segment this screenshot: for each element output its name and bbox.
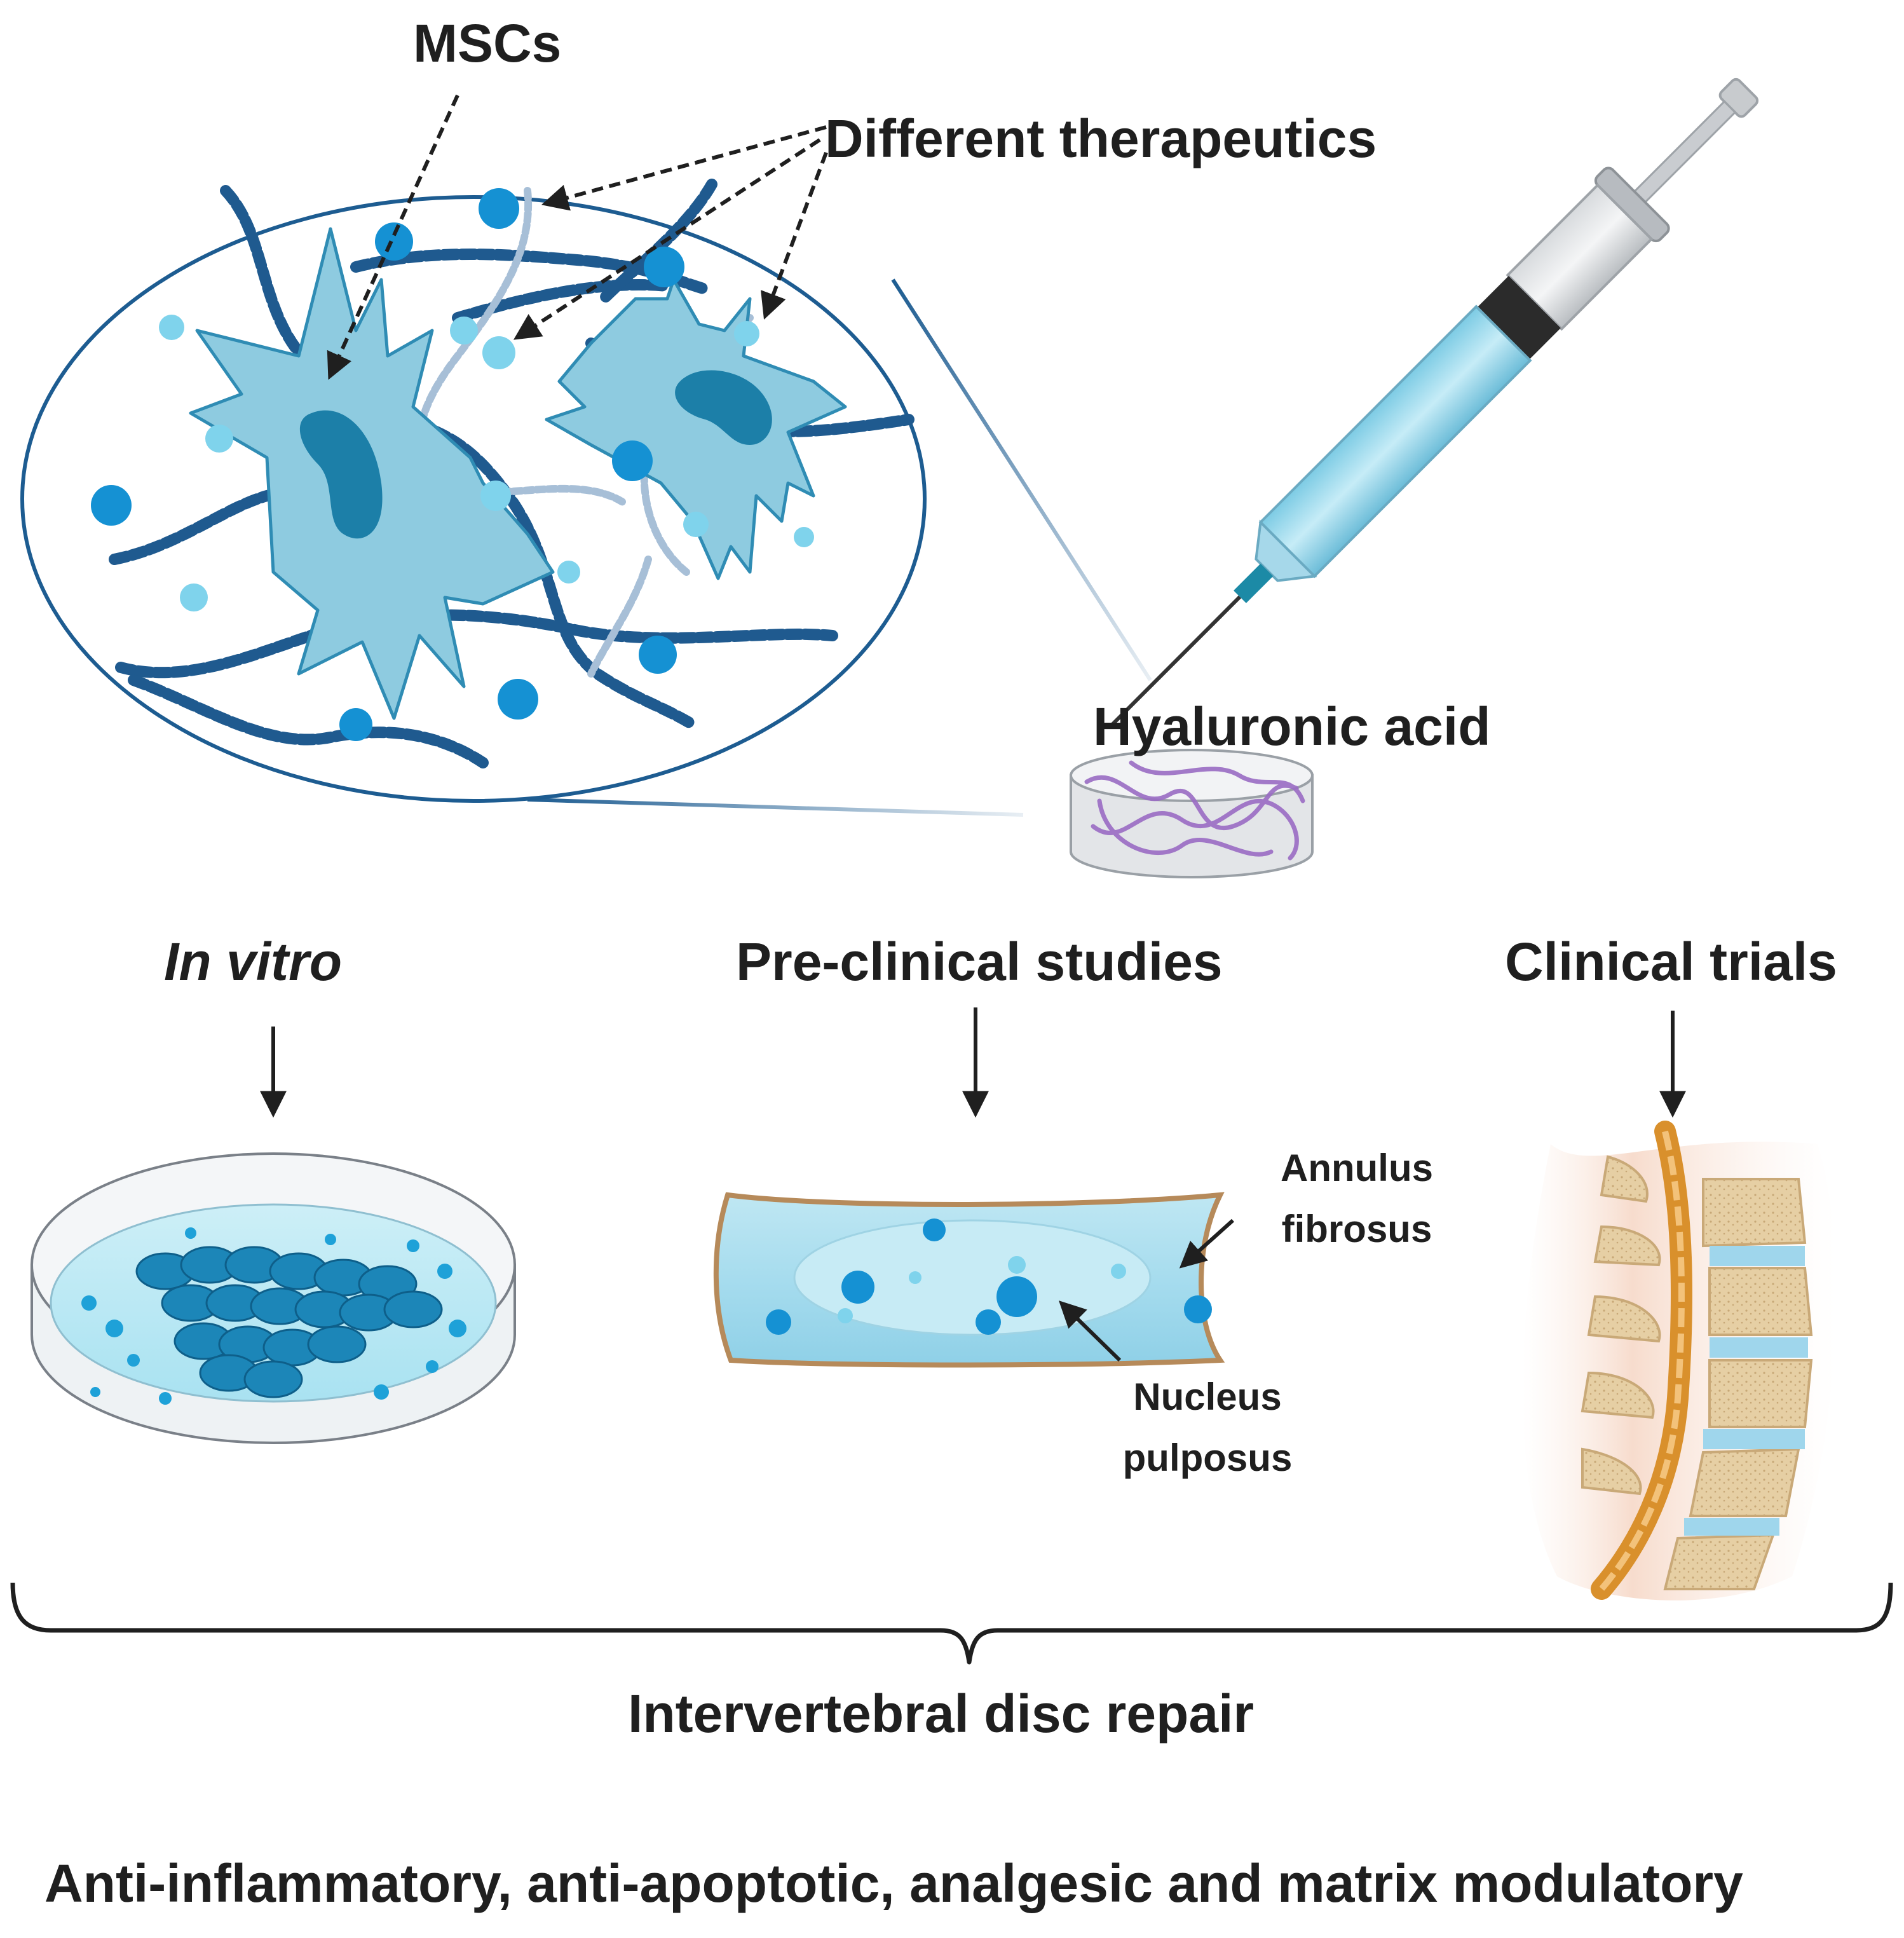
- msc-nucleus-2: [675, 370, 772, 445]
- magnified-view: [20, 179, 1152, 817]
- label-arrows: [327, 94, 828, 380]
- preclinical-label: Pre-clinical studies: [736, 932, 1223, 992]
- effects-label: Anti-inflammatory, anti-apoptotic, analg…: [44, 1853, 1743, 1913]
- outcome-label: Intervertebral disc repair: [628, 1684, 1255, 1744]
- petri-dish-icon: [31, 1152, 516, 1444]
- annulus-line-1: Annulus: [1281, 1147, 1433, 1189]
- therapeutics-arrow-1: [541, 125, 827, 211]
- disc-icon: [713, 1192, 1225, 1368]
- annulus-arrow: [1179, 1218, 1235, 1269]
- spine-icon: [1522, 1121, 1837, 1600]
- therapeutics-arrow-2: [513, 138, 821, 340]
- in-vitro-label: In vitro: [164, 932, 343, 992]
- nucleus-arrow: [1058, 1300, 1122, 1362]
- therapeutics-arrow-3: [761, 151, 828, 320]
- zoom-line-upper: [891, 278, 1152, 681]
- zoom-line-lower: [527, 798, 1024, 817]
- disc-pointer-arrows: [1058, 1218, 1235, 1362]
- ha-hydrogel-icon: [1070, 749, 1314, 878]
- nucleus-line-2: pulposus: [1122, 1436, 1293, 1479]
- therapeutics-label: Different therapeutics: [825, 109, 1377, 168]
- annulus-fibrosus-label: Annulus fibrosus: [1261, 1138, 1452, 1260]
- brace-icon: [10, 1582, 1893, 1665]
- msc-cell-2: [545, 278, 847, 580]
- clinical-trials-label: Clinical trials: [1505, 932, 1837, 992]
- mscs-arrow: [327, 94, 459, 380]
- nucleus-pulposus-label: Nucleus pulposus: [1106, 1367, 1309, 1489]
- annulus-line-2: fibrosus: [1281, 1208, 1432, 1250]
- column-arrows: [260, 1007, 1686, 1118]
- msc-nucleus-1: [299, 410, 383, 539]
- hyaluronic-acid-label: Hyaluronic acid: [1093, 697, 1491, 756]
- mscs-label: MSCs: [413, 13, 562, 73]
- therapeutic-droplets: [91, 188, 814, 741]
- nucleus-line-1: Nucleus: [1133, 1375, 1282, 1418]
- syringe-icon: [1108, 78, 1759, 729]
